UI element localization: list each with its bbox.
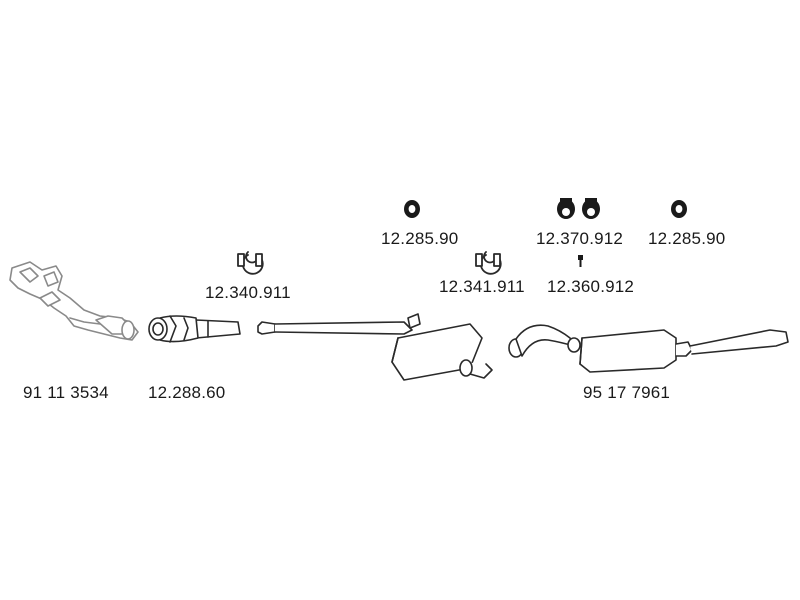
part-number-hanger-left: 12.285.90 <box>381 229 459 248</box>
part-number-hanger-pair: 12.370.912 <box>536 229 624 248</box>
middle-silencer-icon <box>257 313 493 381</box>
part-number-clamp-b: 12.341.911 <box>439 277 525 296</box>
pipe-clamp-icon <box>475 251 502 275</box>
part-number-clamp-a: 12.340.911 <box>205 283 291 302</box>
rear-silencer-icon <box>508 324 789 373</box>
rubber-hanger-pair-icon <box>557 198 600 219</box>
part-number-manifold: 91 11 3534 <box>23 383 109 402</box>
part-number-rear-silencer: 95 17 7961 <box>583 383 671 402</box>
rubber-hanger-icon <box>671 200 687 218</box>
catalytic-converter-icon <box>148 315 241 343</box>
bolt-icon <box>578 255 583 267</box>
part-number-catalyst: 12.288.60 <box>148 383 226 402</box>
rubber-hanger-icon <box>404 200 420 218</box>
pipe-clamp-icon <box>237 251 264 275</box>
exhaust-manifold-icon <box>9 261 139 341</box>
part-number-bolt: 12.360.912 <box>547 277 635 296</box>
part-number-hanger-right: 12.285.90 <box>648 229 726 248</box>
